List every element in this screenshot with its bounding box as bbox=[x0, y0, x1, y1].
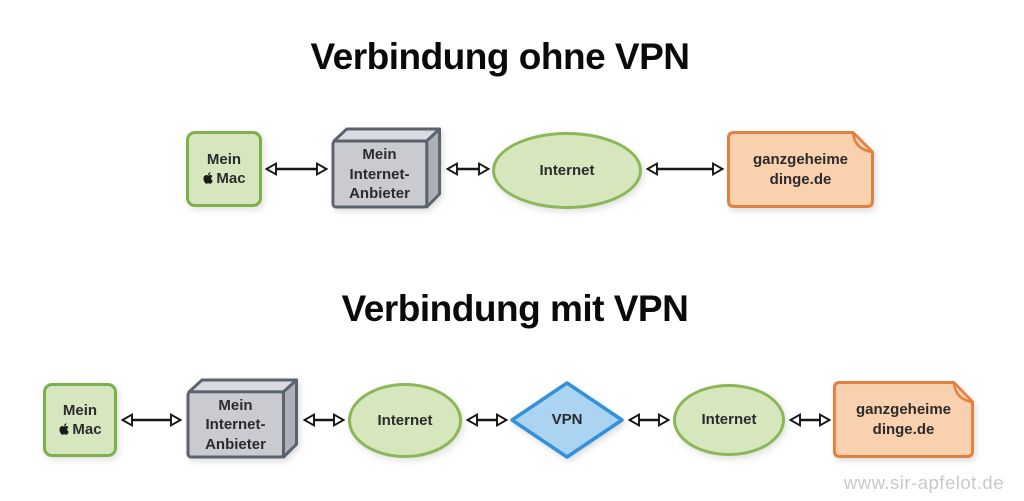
mein-mac-label: Mein Mac bbox=[46, 386, 114, 454]
watermark-sir-apfelot: www.sir-apfelot.de bbox=[843, 472, 1004, 493]
internet-anbieter-label: Mein Internet- Anbieter bbox=[349, 146, 410, 203]
website-label: ganzgeheime dinge.de bbox=[855, 401, 952, 438]
server-3d-box-shape bbox=[186, 378, 298, 459]
bidirectional-arrow bbox=[627, 410, 671, 430]
internet-anbieter-label: Mein Internet- Anbieter bbox=[205, 396, 266, 453]
node-internet-ohne: Internet bbox=[492, 132, 642, 209]
node-internet-anbieter-ohne: Mein Internet- Anbieter bbox=[331, 127, 442, 209]
bidirectional-arrow bbox=[645, 159, 725, 179]
diamond-shape bbox=[510, 381, 624, 459]
internet-label: Internet bbox=[701, 411, 757, 429]
note-shape bbox=[727, 131, 874, 208]
server-3d-box-shape bbox=[331, 127, 442, 209]
internet-label: Internet bbox=[377, 411, 433, 429]
title-mit-vpn: Verbindung mit VPN bbox=[341, 288, 689, 329]
vpn-label: VPN bbox=[551, 411, 583, 429]
note-shape bbox=[833, 381, 974, 458]
bidirectional-arrow bbox=[465, 410, 509, 430]
node-mein-mac-mit: Mein Mac bbox=[43, 383, 117, 457]
internet-label: Internet bbox=[539, 161, 595, 179]
apple-logo-icon bbox=[203, 172, 214, 185]
node-website-mit: ganzgeheime dinge.de bbox=[833, 381, 974, 458]
node-vpn: VPN bbox=[510, 381, 624, 459]
node-website-ohne: ganzgeheime dinge.de bbox=[727, 131, 874, 208]
mein-mac-label: Mein Mac bbox=[189, 134, 259, 204]
bidirectional-arrow bbox=[264, 159, 329, 179]
node-mein-mac-ohne: Mein Mac bbox=[186, 131, 262, 207]
apple-logo-icon bbox=[59, 423, 70, 436]
node-internet-anbieter-mit: Mein Internet- Anbieter bbox=[186, 378, 299, 459]
node-internet2-mit: Internet bbox=[673, 384, 785, 456]
bidirectional-arrow bbox=[120, 410, 183, 430]
node-internet1-mit: Internet bbox=[348, 383, 462, 458]
bidirectional-arrow bbox=[788, 410, 832, 430]
bidirectional-arrow bbox=[445, 159, 491, 179]
website-label: ganzgeheime dinge.de bbox=[752, 151, 849, 188]
title-ohne-vpn: Verbindung ohne VPN bbox=[310, 36, 690, 77]
bidirectional-arrow bbox=[302, 410, 346, 430]
